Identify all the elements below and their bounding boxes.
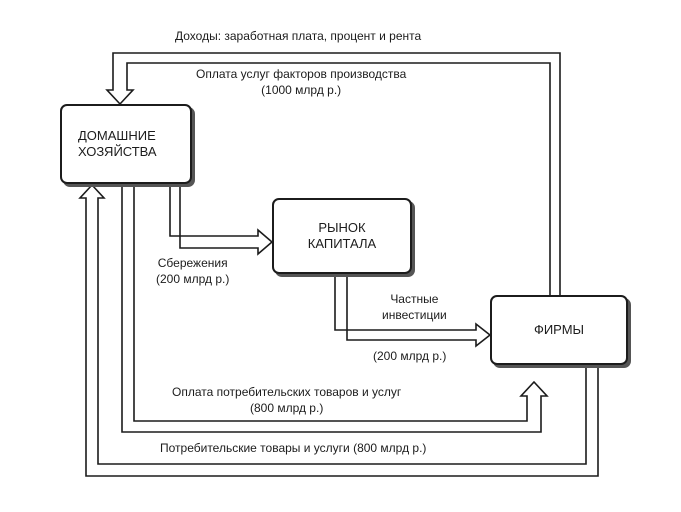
private-investment-line1: Частные bbox=[390, 292, 439, 306]
consumer-payment-text: Оплата потребительских товаров и услуг bbox=[172, 385, 402, 399]
households-label-line1: ДОМАШНИЕ bbox=[78, 127, 156, 143]
private-investment-label: Частные инвестиции bbox=[382, 292, 447, 323]
firms-box: ФИРМЫ bbox=[490, 295, 628, 365]
capital-market-box: РЫНОК КАПИТАЛА bbox=[272, 198, 412, 274]
income-label: Доходы: заработная плата, процент и рент… bbox=[175, 29, 422, 43]
firms-label: ФИРМЫ bbox=[533, 321, 585, 337]
consumer-payment-flow-arrow bbox=[121, 182, 549, 433]
capital-market-label-line2: КАПИТАЛА bbox=[307, 236, 377, 251]
consumer-goods-flow-arrow bbox=[78, 183, 599, 477]
factor-payment-amount: (1000 млрд р.) bbox=[261, 82, 342, 97]
households-box: ДОМАШНИЕ ХОЗЯЙСТВА bbox=[60, 104, 192, 184]
consumer-payment-label: Оплата потребительских товаров и услуг (… bbox=[172, 385, 401, 416]
private-investment-line2: инвестиции bbox=[382, 307, 447, 322]
consumer-payment-amount: (800 млрд р.) bbox=[249, 400, 324, 415]
factor-payment-text: Оплата услуг факторов производства bbox=[196, 67, 407, 81]
capital-market-label-line1: РЫНОК bbox=[318, 219, 366, 235]
savings-text: Сбережения bbox=[157, 256, 228, 270]
consumer-goods-label: Потребительские товары и услуги (800 млр… bbox=[160, 441, 427, 455]
households-label-line2: ХОЗЯЙСТВА bbox=[78, 144, 157, 159]
factor-payment-label: Оплата услуг факторов производства (1000… bbox=[196, 67, 406, 98]
private-investment-amount: (200 млрд р.) bbox=[373, 349, 447, 363]
savings-label: Сбережения (200 млрд р.) bbox=[156, 256, 229, 287]
savings-amount: (200 млрд р.) bbox=[156, 271, 230, 286]
savings-flow-arrow bbox=[169, 182, 274, 256]
